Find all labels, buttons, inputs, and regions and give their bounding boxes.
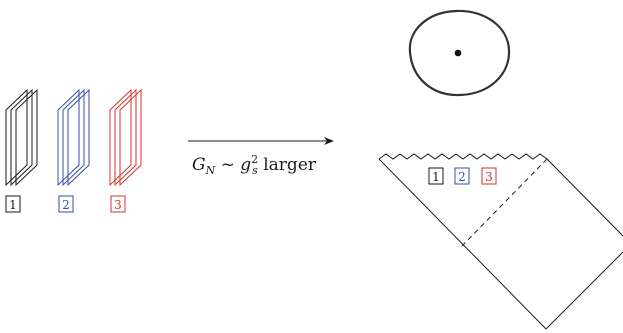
stack-label-2: 2 xyxy=(58,195,74,213)
brane-sheet xyxy=(109,88,132,187)
brane-stack-2 xyxy=(57,88,90,187)
horizon-circle xyxy=(408,9,511,97)
stack-label-1-text: 1 xyxy=(9,198,17,212)
penrose-label-3-text: 3 xyxy=(485,170,493,184)
stack-label-3: 3 xyxy=(110,195,126,213)
arrow-label-subscript-s: s xyxy=(252,164,258,177)
penrose-label-1: 1 xyxy=(428,167,444,185)
brane-sheet xyxy=(5,88,28,187)
penrose-label-2: 2 xyxy=(454,167,470,185)
past-infinity-edge xyxy=(545,251,623,330)
stack-label-3-text: 3 xyxy=(114,198,122,212)
brane-stack-1 xyxy=(5,88,38,187)
arrow-head xyxy=(324,137,334,145)
singularity-zigzag xyxy=(378,153,548,160)
penrose-diagram: 1 2 3 xyxy=(378,153,623,330)
arrow-label-tilde: ~ xyxy=(215,155,240,175)
arrow-label-g-string: g xyxy=(240,155,251,175)
penrose-label-1-text: 1 xyxy=(432,170,440,184)
past-horizon-edge xyxy=(378,158,547,330)
brane-sheet xyxy=(15,88,38,187)
arrow-label-superscript-2: 2 xyxy=(251,153,258,166)
brane-stack-3 xyxy=(109,88,142,187)
stack-label-2-text: 2 xyxy=(62,198,70,212)
brane-sheet xyxy=(57,88,80,187)
brane-sheet xyxy=(10,88,33,187)
brane-sheet xyxy=(67,88,90,187)
arrow-label-g-newton: G xyxy=(192,155,206,175)
brane-stacks: 1 2 3 xyxy=(5,88,142,213)
black-hole-sketch xyxy=(408,9,511,97)
future-infinity-edge xyxy=(546,158,623,237)
stack-label-1: 1 xyxy=(5,195,21,213)
singularity-dot xyxy=(454,49,462,57)
brane-sheet xyxy=(114,88,137,187)
brane-sheet xyxy=(119,88,142,187)
arrow-label-larger: larger xyxy=(258,155,317,175)
arrow-label-subscript-n: N xyxy=(205,164,216,177)
brane-sheet xyxy=(62,88,85,187)
penrose-label-2-text: 2 xyxy=(458,170,466,184)
penrose-label-3: 3 xyxy=(481,167,497,185)
event-horizon-dashed xyxy=(459,158,548,249)
